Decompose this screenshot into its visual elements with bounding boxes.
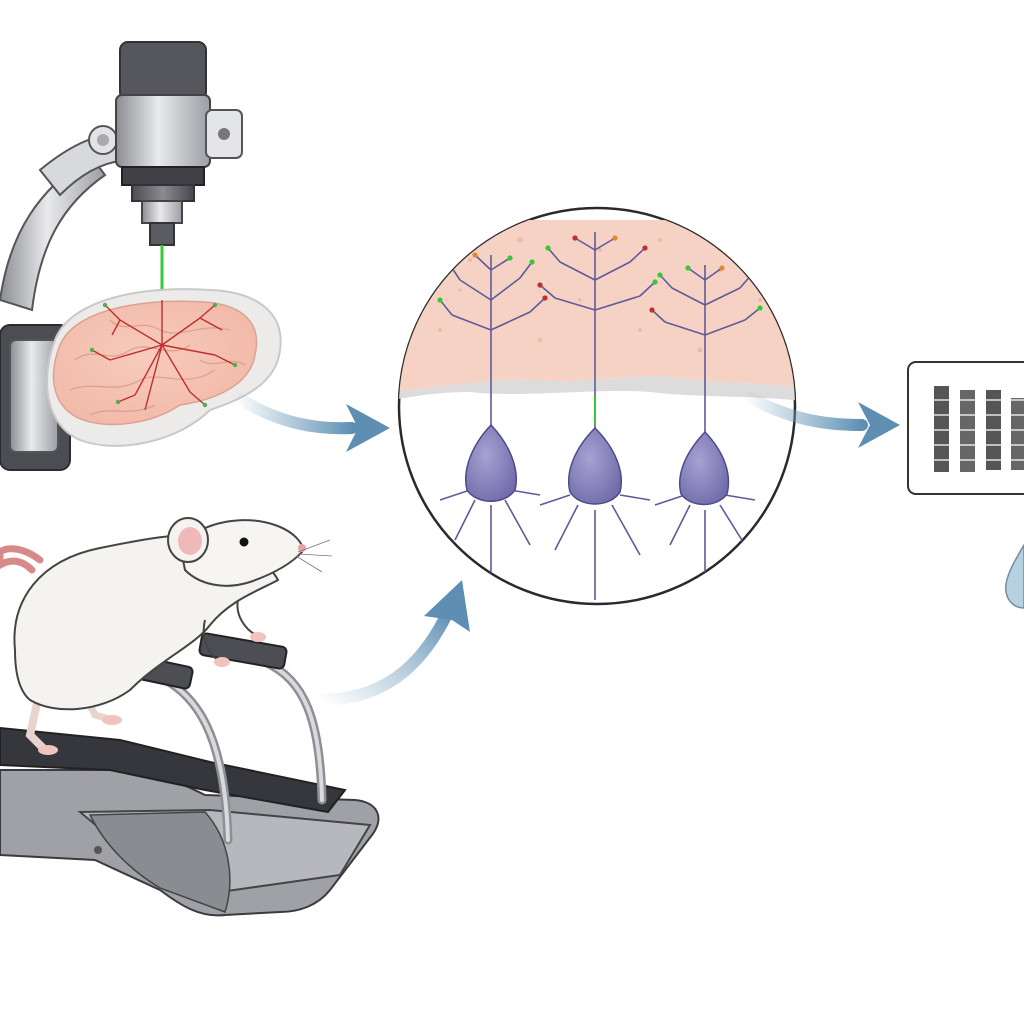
cortex-magnified-view: [397, 206, 797, 606]
treadmill-icon: [0, 632, 380, 917]
raster-plot-icon: [907, 361, 1024, 495]
neuron-2-soma: [568, 426, 622, 505]
neuron-branches: [91, 300, 236, 411]
neuron-1-soma: [465, 423, 517, 502]
droplet-icon: [1004, 543, 1024, 609]
brain-icon: [46, 288, 282, 447]
neuron-2: [539, 232, 656, 600]
arrow-imaging-to-cortex: [229, 389, 390, 452]
two-photon-microscope-icon: [0, 41, 243, 312]
neuron-3-soma: [679, 430, 730, 506]
pyramidal-neurons-icon: [437, 232, 763, 600]
arrow-cortex-to-analysis: [739, 389, 900, 448]
rat-icon: [0, 517, 333, 755]
arrow-behavior-to-cortex: [314, 580, 470, 706]
